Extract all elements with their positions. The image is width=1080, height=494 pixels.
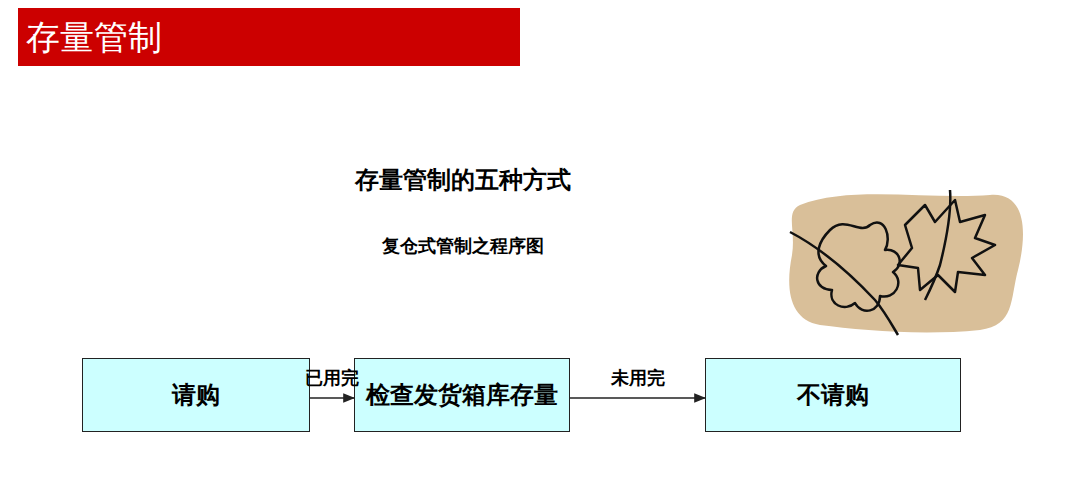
process-box: 不请购 [705,358,961,432]
edge-label: 未用完 [611,366,665,390]
leaf-stem [790,232,898,335]
title-band [18,8,520,66]
leaf-outline [817,223,900,311]
diagram-subtitle: 复仓式管制之程序图 [382,234,544,258]
leaf-stem [925,190,950,300]
page-title: 存量管制 [26,13,162,61]
leaf-ground [789,194,1023,332]
leaf-outline [898,200,995,292]
process-box: 请购 [82,358,310,432]
box-text: 不请购 [797,379,869,411]
box-text: 检查发货箱库存量 [366,379,558,411]
process-box: 检查发货箱库存量 [354,358,570,432]
flow-arrow [570,397,705,399]
edge-label: 已用完 [305,366,359,390]
box-text: 请购 [172,379,220,411]
flow-arrow [310,397,354,399]
section-heading: 存量管制的五种方式 [355,164,571,196]
